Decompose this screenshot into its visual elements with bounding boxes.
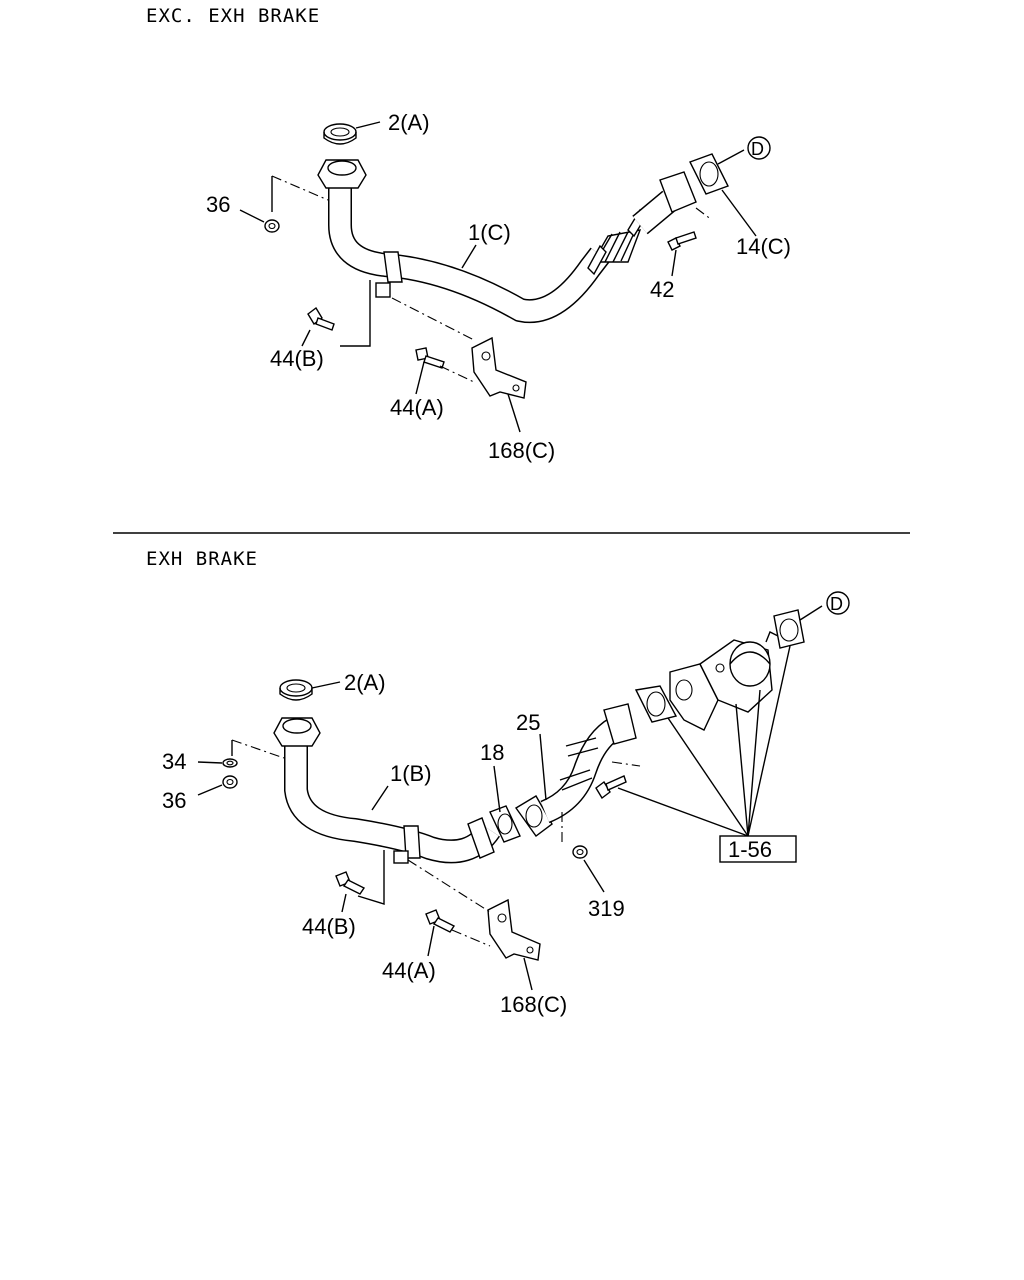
gasket-brake-outlet[interactable]: [773, 609, 805, 649]
section-1-drawing: 2(A) 36 1(C) D 14(C) 42 44(B) 44(A) 168(…: [206, 110, 791, 463]
callout-14c: 14(C): [736, 234, 791, 259]
washer-34[interactable]: [222, 758, 238, 768]
callout-44b: 44(B): [270, 346, 324, 371]
reference-d-marker: D: [747, 136, 771, 160]
bolt-42[interactable]: [667, 231, 697, 251]
reference-d-marker-exh: D: [826, 591, 850, 615]
flange-bolt[interactable]: [595, 775, 627, 800]
nut-36[interactable]: [264, 219, 280, 233]
gasket-ring-2a[interactable]: [323, 123, 357, 145]
bolt-44b[interactable]: [307, 306, 335, 331]
gasket-14c[interactable]: [689, 153, 729, 195]
callout-1b: 1(B): [390, 761, 432, 786]
bolt-44a-exh[interactable]: [425, 909, 456, 933]
callout-34: 34: [162, 749, 186, 774]
inlet-flange-2: [273, 717, 321, 747]
callout-44a: 44(A): [390, 395, 444, 420]
reference-d-label: D: [751, 139, 764, 159]
callout-168c-exh: 168(C): [500, 992, 567, 1017]
callout-25: 25: [516, 710, 540, 735]
gasket-brake-inlet[interactable]: [634, 685, 678, 723]
section-2-drawing: 1-56 2(A) 34 36 1(B) 18 25 D 319 44(B): [162, 591, 850, 1017]
bracket-168c-exh[interactable]: [487, 898, 541, 961]
callout-2a: 2(A): [388, 110, 430, 135]
bolt-44a[interactable]: [415, 347, 445, 369]
callout-2a-exh: 2(A): [344, 670, 386, 695]
callout-42: 42: [650, 277, 674, 302]
callout-168c: 168(C): [488, 438, 555, 463]
exhaust-pipe-1b[interactable]: [284, 745, 500, 864]
callout-44b-exh: 44(B): [302, 914, 356, 939]
callout-1c: 1(C): [468, 220, 511, 245]
section-title-exh-brake: EXH BRAKE: [146, 548, 258, 570]
inlet-flange: [317, 159, 367, 189]
exhaust-pipe-25[interactable]: [514, 703, 637, 837]
callout-18: 18: [480, 740, 504, 765]
reference-box-1-56[interactable]: 1-56: [719, 835, 797, 863]
nut-319[interactable]: [572, 845, 588, 859]
bolt-44b-exh[interactable]: [335, 871, 366, 895]
callout-44a-exh: 44(A): [382, 958, 436, 983]
callout-36: 36: [206, 192, 230, 217]
reference-d-label-exh: D: [830, 594, 843, 614]
bracket-168c[interactable]: [471, 336, 527, 399]
callout-36-exh: 36: [162, 788, 186, 813]
nut-36-exh[interactable]: [222, 775, 238, 789]
exhaust-pipe-1c[interactable]: [328, 171, 697, 324]
section-title-exc-exh-brake: EXC. EXH BRAKE: [146, 5, 320, 27]
gasket-ring-2a-exh[interactable]: [279, 679, 313, 701]
gasket-18[interactable]: [489, 805, 521, 843]
exhaust-brake-valve[interactable]: [669, 631, 779, 731]
callout-319: 319: [588, 896, 625, 921]
reference-box-label: 1-56: [728, 837, 772, 862]
